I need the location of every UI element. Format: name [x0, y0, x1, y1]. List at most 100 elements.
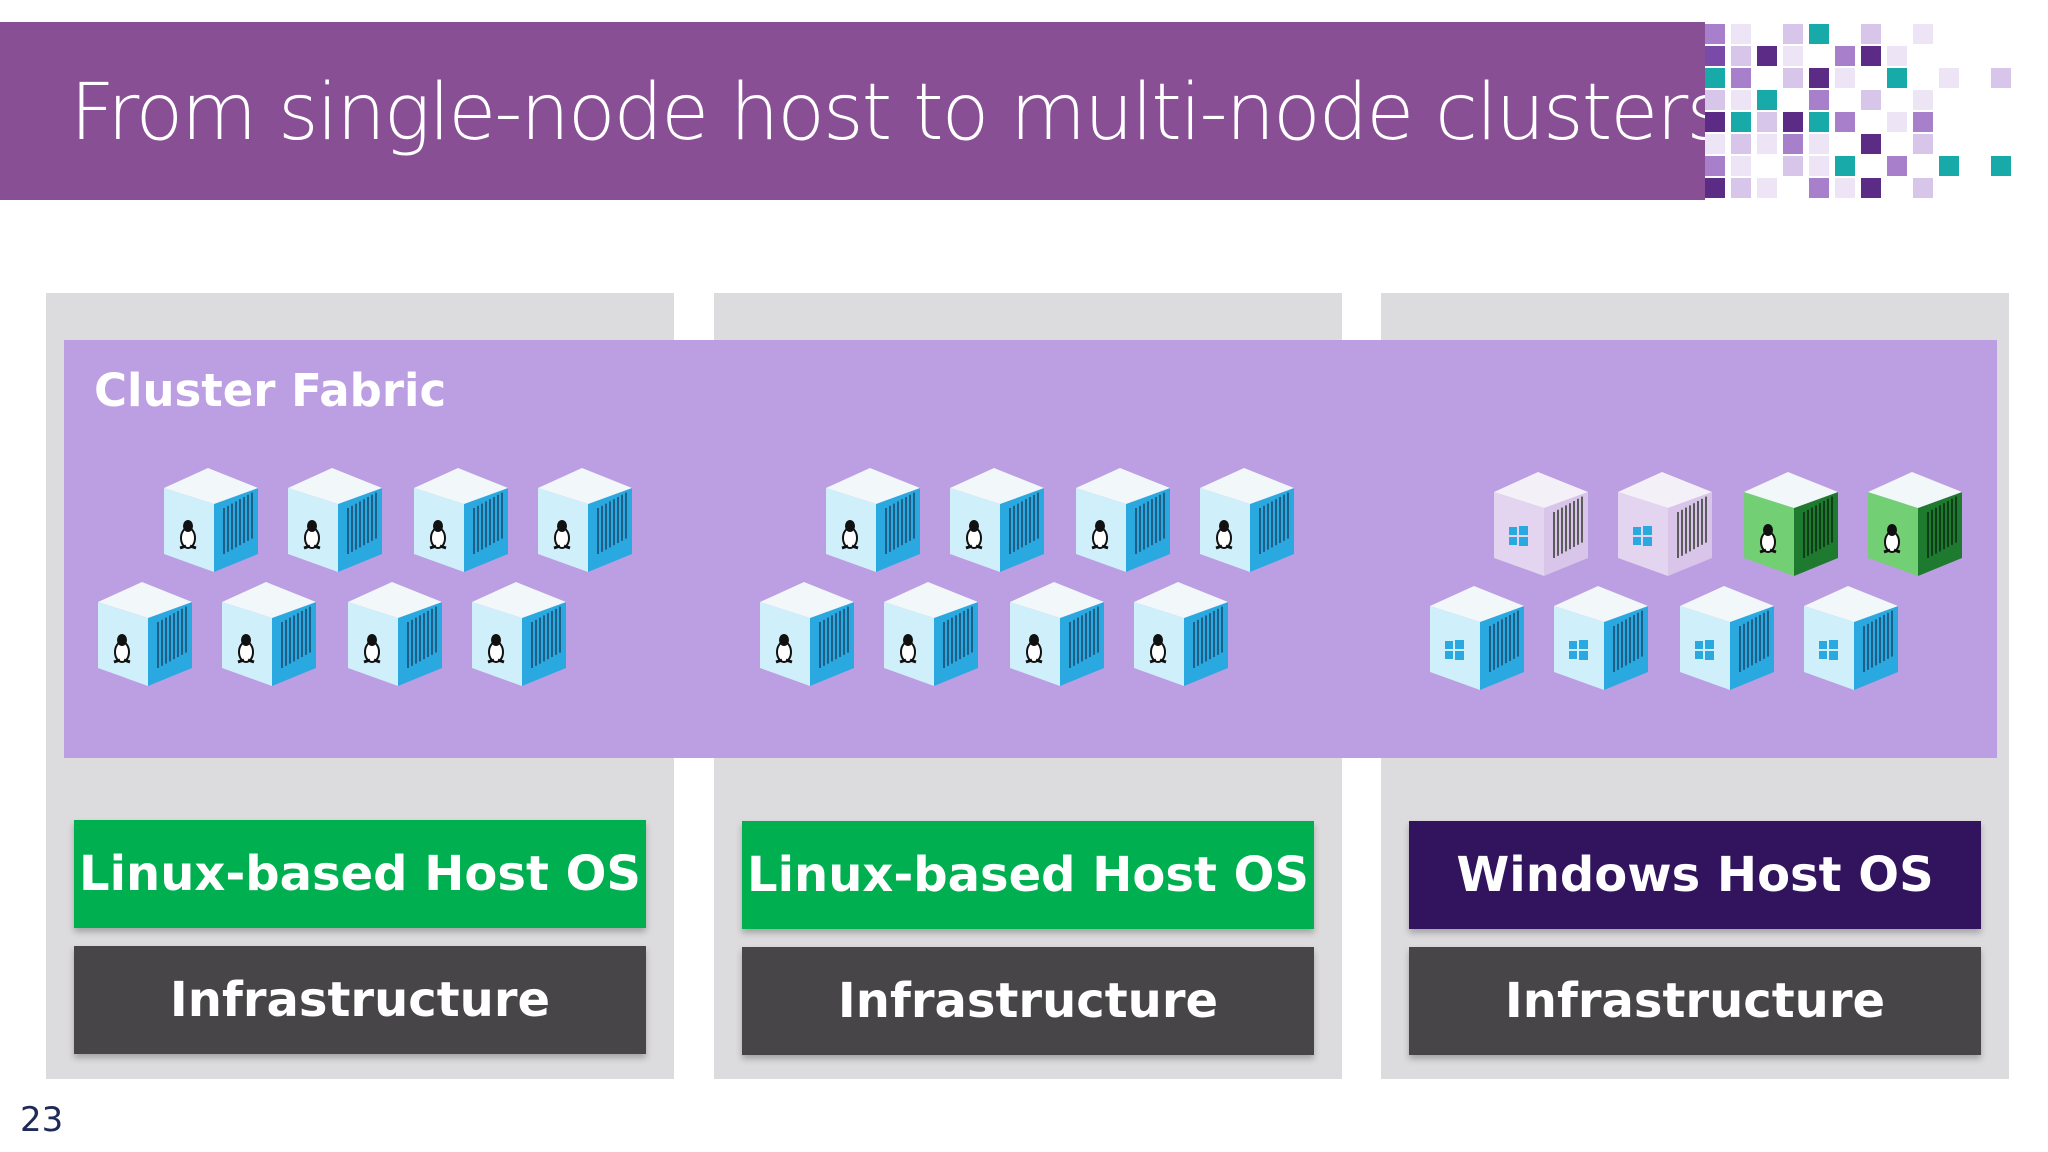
- linux-container-cube: [1194, 456, 1298, 572]
- decorative-mosaic: [1705, 22, 2025, 202]
- linux-container-cube: [1128, 570, 1232, 686]
- mosaic-tile: [1809, 24, 1829, 44]
- linux-container-cube: [92, 570, 196, 686]
- mosaic-tile: [1783, 134, 1803, 154]
- mosaic-tile: [1705, 156, 1725, 176]
- mosaic-tile: [1835, 178, 1855, 198]
- mosaic-tile: [1757, 178, 1777, 198]
- slide-title: From single-node host to multi-node clus…: [70, 68, 1727, 158]
- mosaic-tile: [1835, 112, 1855, 132]
- linux-icon: [841, 520, 859, 550]
- mosaic-tile: [1731, 90, 1751, 110]
- mosaic-tile: [1783, 156, 1803, 176]
- linux-icon: [1215, 520, 1233, 550]
- mosaic-tile: [1809, 178, 1829, 198]
- node-3-infrastructure: Infrastructure: [1409, 947, 1981, 1055]
- linux-icon: [775, 634, 793, 664]
- linux-container-cube: [878, 570, 982, 686]
- linux-icon: [429, 520, 447, 550]
- mosaic-tile: [1835, 156, 1855, 176]
- mosaic-tile: [1783, 24, 1803, 44]
- windows-container-cube: [1548, 574, 1652, 690]
- node-1-infrastructure: Infrastructure: [74, 946, 646, 1054]
- linux-container-cube: [408, 456, 512, 572]
- linux-icon: [553, 520, 571, 550]
- linux-icon: [363, 634, 381, 664]
- mosaic-tile: [1991, 68, 2011, 88]
- mosaic-tile: [1757, 46, 1777, 66]
- linux-icon: [1883, 524, 1901, 554]
- title-bar: From single-node host to multi-node clus…: [0, 22, 1727, 200]
- mosaic-tile: [1783, 46, 1803, 66]
- linux-container-cube: [1862, 460, 1966, 576]
- linux-container-cube: [158, 456, 262, 572]
- linux-icon: [179, 520, 197, 550]
- linux-container-cube: [754, 570, 858, 686]
- linux-container-cube: [944, 456, 1048, 572]
- windows-icon: [1569, 640, 1588, 660]
- mosaic-tile: [1705, 112, 1725, 132]
- mosaic-tile: [1939, 156, 1959, 176]
- linux-icon: [487, 634, 505, 664]
- page-number: 23: [20, 1100, 64, 1140]
- mosaic-tile: [1887, 68, 1907, 88]
- mosaic-tile: [1887, 112, 1907, 132]
- linux-container-cube: [282, 456, 386, 572]
- windows-container-cube: [1674, 574, 1778, 690]
- linux-container-cube: [1738, 460, 1842, 576]
- mosaic-tile: [1887, 46, 1907, 66]
- mosaic-tile: [1705, 24, 1725, 44]
- mosaic-tile: [1705, 46, 1725, 66]
- windows-container-cube: [1612, 460, 1716, 576]
- mosaic-tile: [1731, 156, 1751, 176]
- mosaic-tile: [1783, 112, 1803, 132]
- linux-icon: [237, 634, 255, 664]
- mosaic-tile: [1809, 156, 1829, 176]
- mosaic-tile: [1887, 156, 1907, 176]
- mosaic-tile: [1757, 90, 1777, 110]
- mosaic-tile: [1913, 134, 1933, 154]
- cluster-fabric-label: Cluster Fabric: [94, 364, 447, 417]
- mosaic-tile: [1809, 134, 1829, 154]
- windows-container-cube: [1488, 460, 1592, 576]
- mosaic-tile: [1939, 68, 1959, 88]
- windows-container-cube: [1424, 574, 1528, 690]
- linux-container-cube: [466, 570, 570, 686]
- mosaic-tile: [1809, 112, 1829, 132]
- mosaic-tile: [1913, 178, 1933, 198]
- windows-icon: [1695, 640, 1714, 660]
- windows-icon: [1819, 640, 1838, 660]
- mosaic-tile: [1731, 68, 1751, 88]
- linux-icon: [113, 634, 131, 664]
- mosaic-tile: [1991, 156, 2011, 176]
- mosaic-tile: [1731, 134, 1751, 154]
- mosaic-tile: [1731, 24, 1751, 44]
- linux-icon: [899, 634, 917, 664]
- mosaic-tile: [1731, 178, 1751, 198]
- linux-container-cube: [820, 456, 924, 572]
- mosaic-tile: [1861, 46, 1881, 66]
- linux-icon: [1025, 634, 1043, 664]
- mosaic-tile: [1757, 134, 1777, 154]
- linux-container-cube: [342, 570, 446, 686]
- mosaic-tile: [1913, 112, 1933, 132]
- mosaic-tile: [1783, 68, 1803, 88]
- linux-icon: [303, 520, 321, 550]
- linux-container-cube: [216, 570, 320, 686]
- linux-icon: [1091, 520, 1109, 550]
- linux-container-cube: [532, 456, 636, 572]
- mosaic-tile: [1705, 90, 1725, 110]
- linux-icon: [965, 520, 983, 550]
- mosaic-tile: [1757, 112, 1777, 132]
- mosaic-tile: [1705, 178, 1725, 198]
- mosaic-tile: [1861, 90, 1881, 110]
- windows-icon: [1509, 526, 1528, 546]
- linux-icon: [1759, 524, 1777, 554]
- mosaic-tile: [1731, 112, 1751, 132]
- node-1-host-os: Linux-based Host OS: [74, 820, 646, 928]
- linux-container-cube: [1004, 570, 1108, 686]
- mosaic-tile: [1835, 46, 1855, 66]
- linux-container-cube: [1070, 456, 1174, 572]
- mosaic-tile: [1835, 68, 1855, 88]
- windows-icon: [1445, 640, 1464, 660]
